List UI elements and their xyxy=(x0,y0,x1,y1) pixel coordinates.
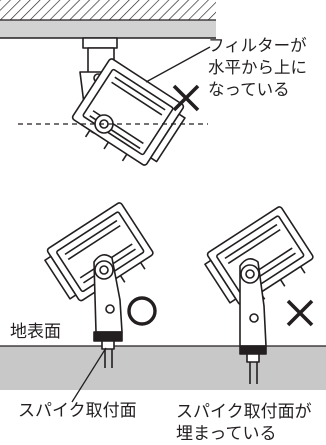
buried-spike-surface-label: スパイク取付面が 埋まっている xyxy=(176,402,312,444)
spike-surface-leader-line xyxy=(71,347,107,403)
ceiling xyxy=(0,0,216,39)
circle-mark-icon xyxy=(127,296,157,326)
tilted-camera-housing xyxy=(71,58,186,166)
ground-surface-label: 地表面 xyxy=(10,322,61,342)
ground-surface xyxy=(0,345,326,390)
cross-mark-icon xyxy=(286,299,314,327)
buried-camera-housing xyxy=(204,206,314,306)
correct-camera-housing xyxy=(44,202,154,302)
spike-surface-label: スパイク取付面 xyxy=(18,401,137,421)
note-leader-line xyxy=(145,46,211,83)
buried-ground-stand xyxy=(239,258,267,384)
tilted-filter-note: フィルターが 水平から上に なっている xyxy=(208,36,307,99)
cross-mark-icon xyxy=(172,84,200,112)
correct-ground-stand xyxy=(93,254,123,368)
